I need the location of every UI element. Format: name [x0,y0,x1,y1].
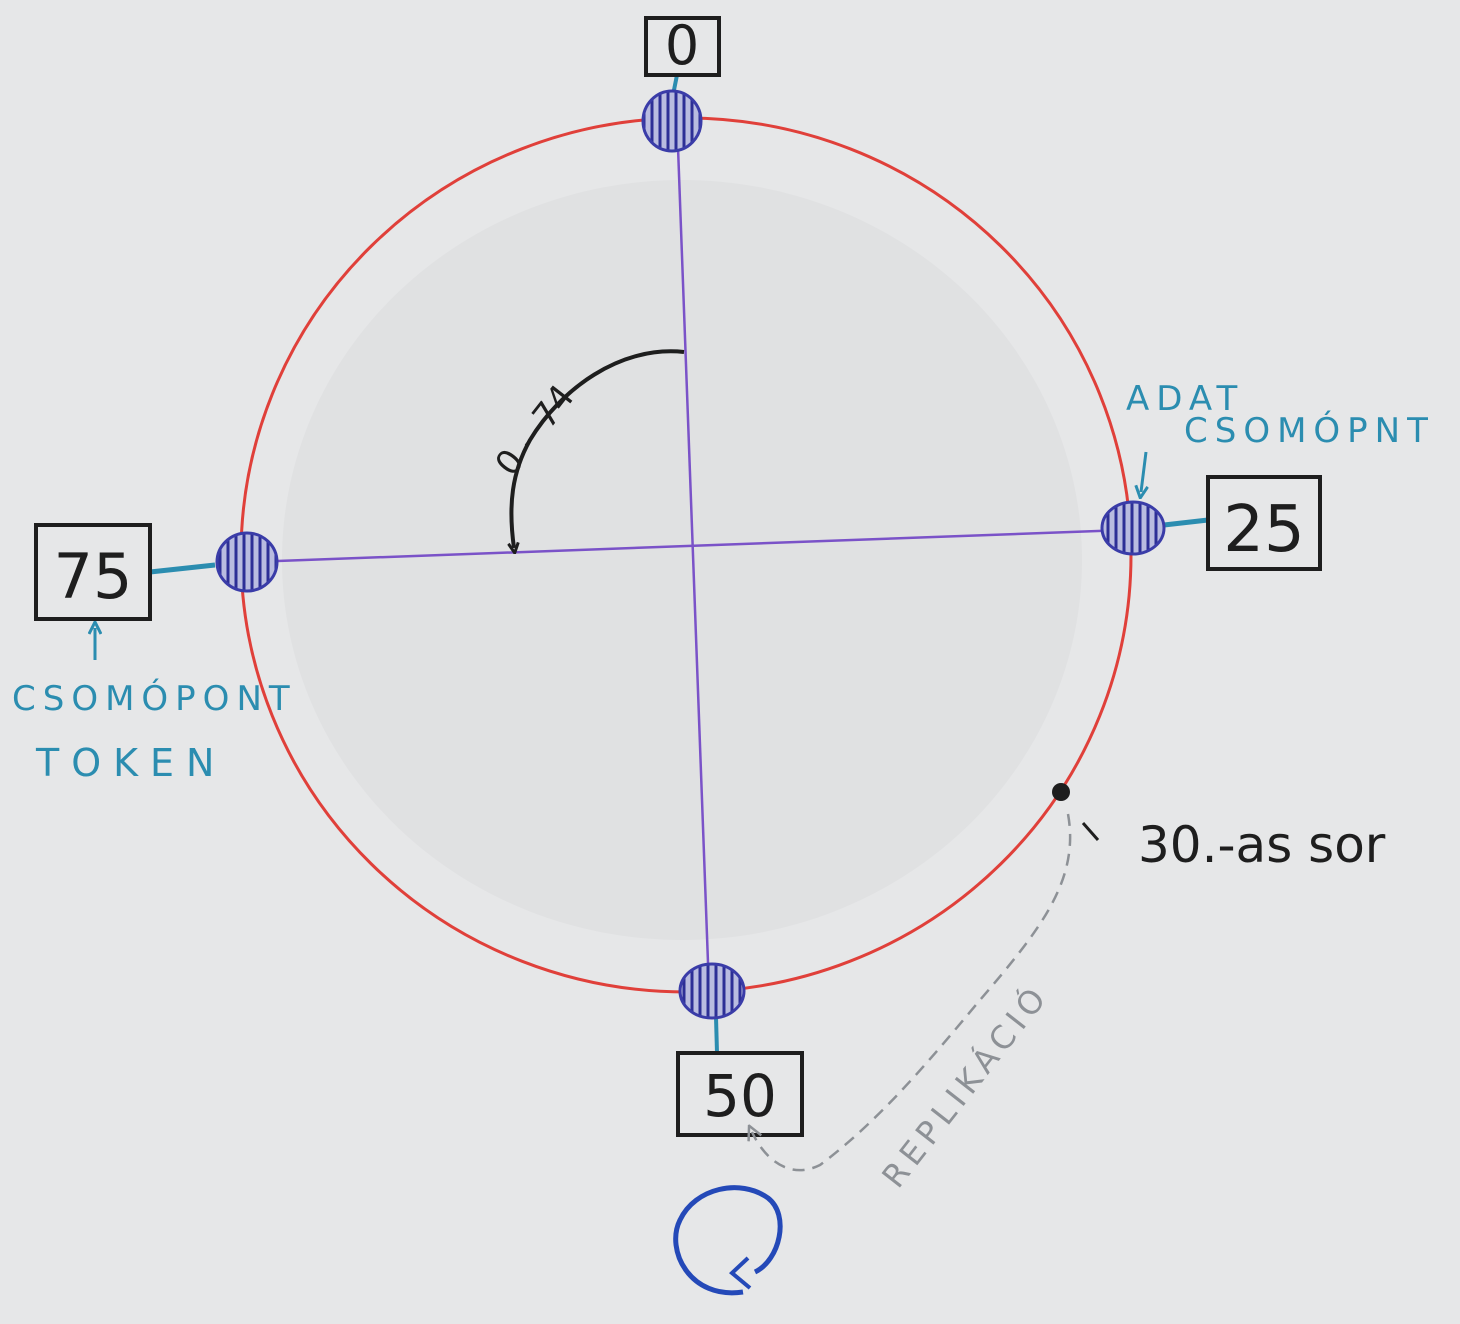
row-30-dot [1052,783,1070,801]
hatched-circle-icon [641,89,703,153]
row-30-tick [1081,822,1100,841]
token-label-bottom: 50 [703,1062,777,1130]
hatched-circle-icon [1100,500,1166,556]
range-arrow-icon [511,349,685,548]
replication-label: REPLIKÁCIÓ [874,976,1057,1195]
hatched-circle-icon [215,531,279,593]
token-label-line2: TOKEN [35,741,226,785]
token-box-bottom [676,1051,804,1137]
token-box-left [34,523,152,621]
token-box-top [644,16,721,77]
loop-arrow-icon [673,1185,783,1296]
replication-arrow-icon [752,813,1072,1172]
node-bottom[interactable]: 50 [676,962,804,1137]
data-node-label-line1: ADAT [1126,379,1244,419]
vertical-axis [675,119,711,991]
node-top[interactable]: 0 [641,14,721,153]
pencil-shading [282,180,1082,940]
row-30-label: 30.-as sor [1138,816,1386,874]
node-left[interactable]: 75 [34,523,279,621]
loop-arrowhead-icon [728,1256,752,1290]
horizontal-axis [249,528,1126,564]
token-label-right: 25 [1223,493,1304,567]
token-label-line1: CSOMÓPONT [12,678,297,719]
node-right[interactable]: 25 [1100,475,1322,571]
hatched-circle-icon [678,962,746,1020]
token-box-right [1206,475,1322,571]
token-label-top: 0 [665,14,699,77]
data-node-label-line2: CSOMÓPNT [1184,410,1435,451]
token-label-left: 75 [54,540,133,613]
arrow-icon [1141,451,1146,492]
